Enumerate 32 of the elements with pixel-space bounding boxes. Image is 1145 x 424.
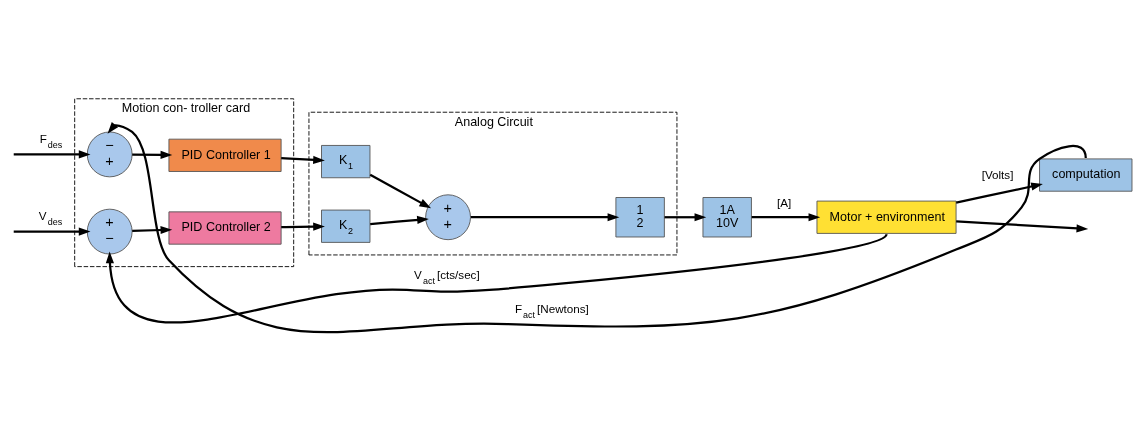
node-box: PID Controller 1 bbox=[168, 138, 282, 172]
arrow bbox=[664, 213, 707, 222]
node-box: K$_{1}$ bbox=[321, 145, 371, 179]
arrow bbox=[132, 150, 173, 159]
node-box: 1 2 bbox=[615, 197, 665, 238]
arrow bbox=[369, 173, 432, 209]
edge-label: [A] bbox=[777, 195, 792, 209]
node-circle: + + bbox=[425, 194, 471, 241]
arrow bbox=[105, 233, 888, 324]
arrow bbox=[751, 213, 821, 222]
arrow bbox=[107, 122, 1087, 334]
edge-label: F$_{des}$ bbox=[39, 132, 63, 151]
arrow bbox=[281, 155, 325, 164]
arrow bbox=[281, 222, 325, 231]
arrow bbox=[13, 227, 91, 236]
arrow bbox=[470, 213, 620, 222]
arrow bbox=[13, 150, 91, 159]
arrow bbox=[955, 182, 1043, 204]
edge-label: F$_{act}$ [Newtons] bbox=[514, 301, 589, 320]
edge-label: V$_{des}$ bbox=[38, 209, 63, 228]
node-box: PID Controller 2 bbox=[168, 211, 282, 245]
node-box: Motor + environment bbox=[816, 200, 957, 234]
node-circle: + − bbox=[86, 208, 133, 255]
edge-label: V$_{act}$ [cts/sec] bbox=[413, 267, 480, 286]
arrow bbox=[956, 220, 1089, 233]
node-circle: − + bbox=[86, 131, 133, 178]
arrow bbox=[132, 225, 173, 235]
edge-label: [Volts] bbox=[981, 168, 1014, 182]
arrow bbox=[370, 215, 429, 226]
node-box: 1A 10V bbox=[702, 197, 752, 238]
node-box: computation bbox=[1039, 158, 1133, 192]
node-box: K$_{2}$ bbox=[321, 209, 371, 243]
